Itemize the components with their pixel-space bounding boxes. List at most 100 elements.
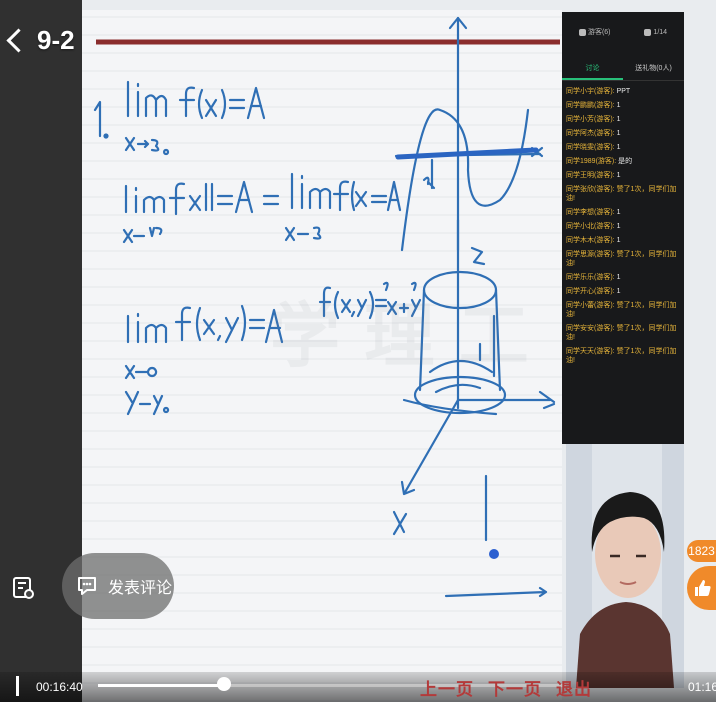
- progress-track[interactable]: [98, 677, 566, 691]
- progress-handle[interactable]: [217, 677, 232, 691]
- next-page-button[interactable]: 下一页: [488, 680, 542, 699]
- chat-message: 同学天天(游客): 赞了1次，同学们加油!: [566, 347, 680, 365]
- chat-text: 1: [616, 116, 621, 123]
- progress-fill: [98, 684, 225, 687]
- pause-icon[interactable]: [16, 676, 19, 696]
- chat-text: 赞了1次，同学们加油!: [566, 348, 677, 364]
- tab-discussion[interactable]: 讨论: [562, 60, 623, 80]
- chat-text: PPT: [616, 88, 631, 95]
- chat-text: 赞了1次，同学们加油!: [566, 302, 677, 318]
- chat-message: 同学李想(游客): 1: [566, 208, 680, 217]
- chat-username: 同学开心(游客): [566, 288, 613, 295]
- chat-separator: :: [612, 172, 617, 179]
- chat-stats: 游客(6) 1/14: [562, 12, 684, 40]
- chat-username: 同学鹏鹏(游客): [566, 102, 613, 109]
- chat-username: 同学天天(游客): [566, 348, 613, 355]
- chat-text: 赞了1次，同学们加油!: [566, 251, 677, 267]
- chat-separator: :: [612, 88, 617, 95]
- chat-text: 赞了1次，同学们加油!: [566, 186, 677, 202]
- chat-message: 同学阿杰(游客): 1: [566, 129, 680, 138]
- chat-message: 同学小蕾(游客): 赞了1次，同学们加油!: [566, 301, 680, 319]
- chat-message: 同学小芳(游客): 1: [566, 115, 680, 124]
- tab-gifts[interactable]: 送礼物(0人): [635, 65, 672, 72]
- chat-separator: :: [612, 251, 617, 258]
- chat-username: 同学阿杰(游客): [566, 130, 613, 137]
- chat-separator: :: [612, 274, 617, 281]
- chat-separator: :: [612, 288, 617, 295]
- chat-username: 同学思源(游客): [566, 251, 613, 258]
- chat-separator: :: [612, 102, 617, 109]
- chat-username: 同学乐乐(游客): [566, 274, 613, 281]
- chat-text: 1: [616, 288, 621, 295]
- like-stat: 1/14: [644, 24, 667, 40]
- chat-message: 同学王明(游客): 1: [566, 171, 680, 180]
- title-bar: 9-2: [0, 20, 75, 60]
- chat-message: 同学鹏鹏(游客): 1: [566, 101, 680, 110]
- chat-separator: :: [612, 209, 617, 216]
- chat-message: 同学开心(游客): 1: [566, 287, 680, 296]
- chat-text: 赞了1次，同学们加油!: [566, 325, 677, 341]
- page-controls: 上一页下一页退出: [420, 675, 606, 700]
- chat-username: 同学1989(游客): [566, 158, 615, 165]
- chat-message: 同学张欣(游客): 赞了1次，同学们加油!: [566, 185, 680, 203]
- duration-time: 01:16: [688, 680, 716, 694]
- chat-username: 同学晓雯(游客): [566, 144, 613, 151]
- chat-username: 同学安安(游客): [566, 325, 613, 332]
- comment-label: 发表评论: [108, 580, 173, 597]
- chat-tabs: 讨论 送礼物(0人): [562, 60, 684, 81]
- note-list-button[interactable]: [8, 572, 38, 602]
- current-time: 00:16:40: [36, 680, 83, 694]
- chat-message: 同学木木(游客): 1: [566, 236, 680, 245]
- player-controls: [0, 672, 716, 702]
- comment-button[interactable]: 发表评论: [62, 553, 174, 619]
- chat-separator: :: [612, 223, 617, 230]
- chat-message: 同学1989(游客): 是的: [566, 157, 680, 166]
- back-chevron-icon[interactable]: [6, 27, 31, 53]
- chat-text: 1: [616, 274, 621, 281]
- chat-username: 同学小宇(游客): [566, 88, 613, 95]
- viewer-count: 游客(6): [578, 24, 611, 40]
- like-count-badge: 1823: [687, 540, 716, 562]
- chat-message: 同学小宇(游客): PPT: [566, 87, 680, 96]
- chat-username: 同学李想(游客): [566, 209, 613, 216]
- chat-message: 同学小北(游客): 1: [566, 222, 680, 231]
- chat-username: 同学张欣(游客): [566, 186, 613, 193]
- thumbs-up-icon: [694, 580, 711, 596]
- comment-icon: [78, 577, 96, 595]
- chat-username: 同学小北(游客): [566, 223, 613, 230]
- chat-username: 同学木木(游客): [566, 237, 613, 244]
- chat-message: 同学思源(游客): 赞了1次，同学们加油!: [566, 250, 680, 268]
- exit-button[interactable]: 退出: [556, 680, 592, 699]
- teacher-webcam: [566, 444, 684, 688]
- lesson-title: 9-2: [37, 24, 75, 55]
- chat-message: 同学安安(游客): 赞了1次，同学们加油!: [566, 324, 680, 342]
- webcam-image: [566, 444, 684, 688]
- chat-message: 同学晓雯(游客): 1: [566, 143, 680, 152]
- chat-text: 1: [616, 223, 621, 230]
- chat-username: 同学小蕾(游客): [566, 302, 613, 309]
- chat-separator: :: [612, 348, 617, 355]
- chat-message: 同学乐乐(游客): 1: [566, 273, 680, 282]
- chat-text: 1: [616, 144, 621, 151]
- chat-separator: :: [612, 237, 617, 244]
- user-icon: [578, 28, 586, 36]
- chat-separator: :: [614, 158, 619, 165]
- thumbs-up-icon: [644, 28, 652, 36]
- chat-text: 1: [616, 130, 621, 137]
- chat-separator: :: [612, 302, 617, 309]
- prev-page-button[interactable]: 上一页: [420, 680, 474, 699]
- chat-separator: :: [612, 144, 617, 151]
- like-button[interactable]: [687, 566, 716, 610]
- chat-username: 同学王明(游客): [566, 172, 613, 179]
- svg-text:学 理 工: 学 理 工: [270, 294, 529, 377]
- chat-text: 1: [616, 172, 621, 179]
- note-list-icon: [13, 577, 34, 599]
- chat-text: 是的: [618, 158, 633, 165]
- chat-username: 同学小芳(游客): [566, 116, 613, 123]
- chat-text: 1: [616, 209, 621, 216]
- chat-text: 1: [616, 237, 621, 244]
